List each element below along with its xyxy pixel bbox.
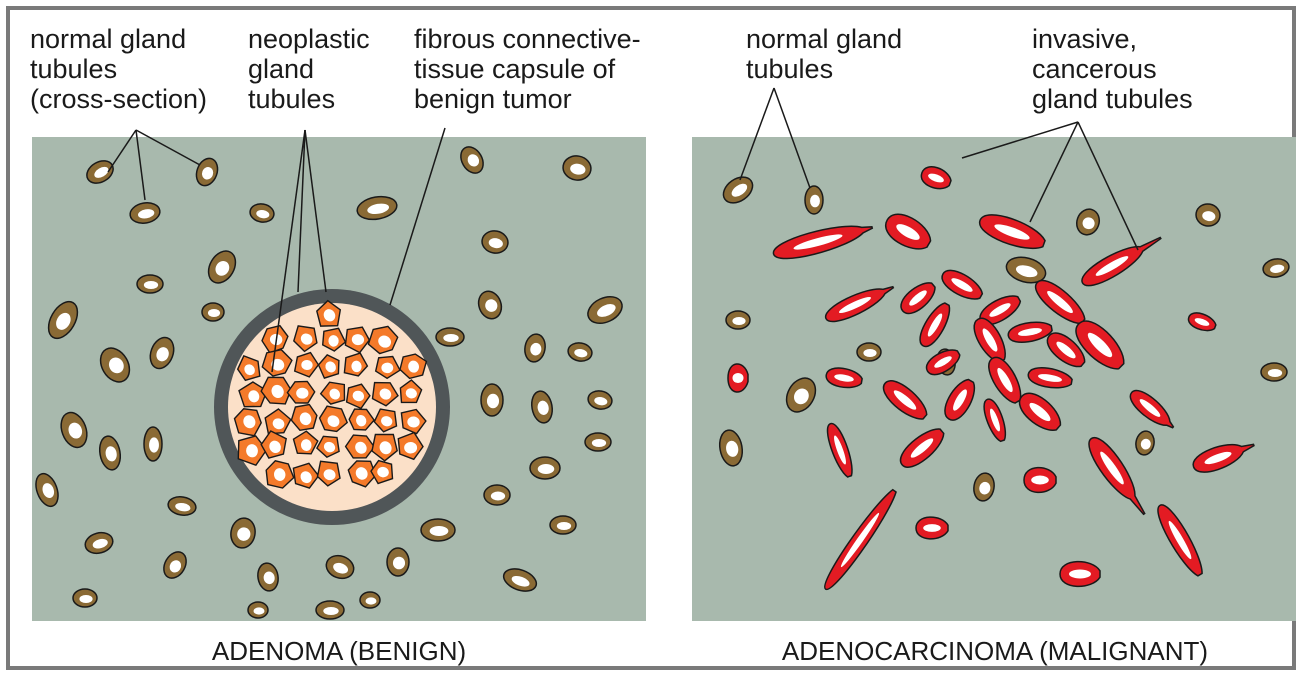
normal-tubule: [202, 303, 224, 321]
label-normal-right: normal gland tubules: [746, 24, 910, 84]
normal-tubule: [144, 427, 162, 461]
normal-tubule: [726, 311, 750, 329]
normal-tubule: [248, 602, 268, 618]
cancer-tubule: [916, 517, 948, 539]
normal-tubule: [421, 519, 455, 541]
normal-tubule: [550, 516, 576, 534]
cancer-tubule: [1060, 562, 1100, 587]
normal-tubule: [436, 328, 464, 346]
normal-tubule: [316, 601, 344, 619]
normal-tubule: [481, 384, 503, 416]
label-invasive: invasive, cancerous gland tubules: [1032, 24, 1193, 114]
normal-tubule: [387, 548, 409, 576]
label-capsule: fibrous connective- tissue capsule of be…: [414, 24, 648, 114]
benign-tumor: [214, 289, 450, 525]
normal-tubule: [585, 433, 611, 451]
cancer-tubule: [728, 364, 748, 392]
label-normal-cross-section: normal gland tubules (cross-section): [30, 24, 207, 114]
normal-tubule: [857, 343, 881, 361]
caption-adenoma: ADENOMA (BENIGN): [212, 636, 466, 666]
normal-tubule: [530, 457, 560, 479]
normal-tubule: [1261, 363, 1287, 381]
normal-tubule: [73, 589, 97, 607]
normal-tubule: [484, 485, 510, 505]
normal-tubule: [137, 275, 163, 293]
normal-tubule: [360, 592, 380, 608]
label-neoplastic: neoplastic gland tubules: [248, 24, 377, 114]
caption-adenocarcinoma: ADENOCARCINOMA (MALIGNANT): [782, 636, 1208, 666]
normal-tubule: [805, 186, 823, 214]
cancer-tubule: [1024, 468, 1056, 493]
